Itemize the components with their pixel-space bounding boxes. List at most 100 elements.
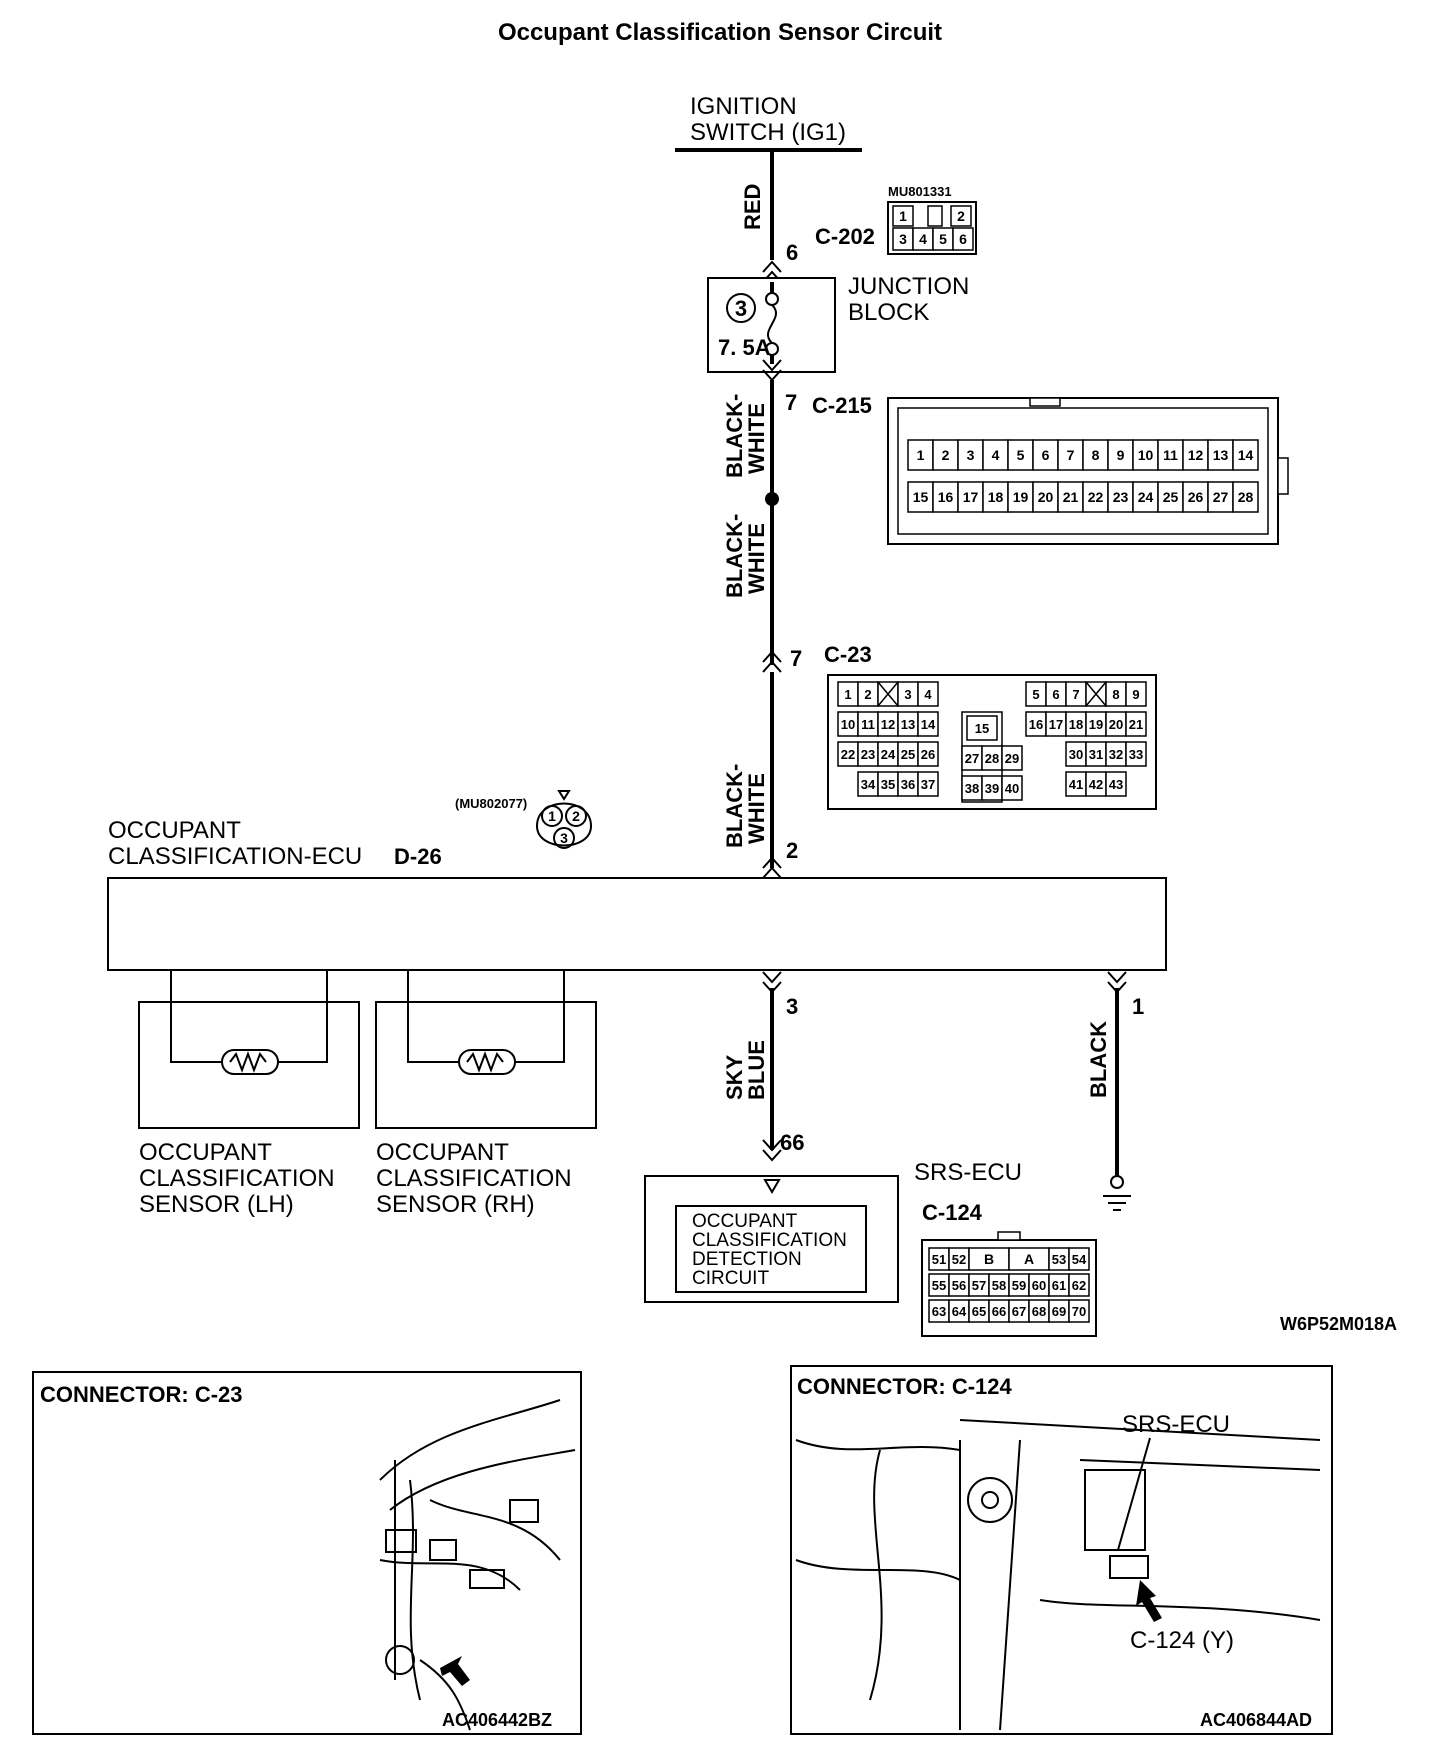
c23-pin: 15 xyxy=(975,721,989,736)
c215-cell xyxy=(1057,481,1084,513)
c23-pin: 6 xyxy=(1052,687,1059,702)
c124-label: C-124 xyxy=(922,1200,983,1225)
srs-ecu-location-illustration xyxy=(795,1419,1321,1731)
d26-pin-circle xyxy=(541,805,563,827)
c215-inner-frame xyxy=(897,407,1269,535)
ground-terminal xyxy=(1110,1175,1124,1189)
c23-cell xyxy=(1125,681,1147,707)
c215-pin: 8 xyxy=(1092,447,1100,463)
d26-pin-3: 3 xyxy=(786,994,798,1019)
c23-pin: 10 xyxy=(841,717,855,732)
c215-pin: 19 xyxy=(1013,489,1029,505)
c215-cell xyxy=(1207,481,1234,513)
connector-chevron xyxy=(762,1139,782,1162)
c124-pin: 68 xyxy=(1032,1304,1046,1319)
c215-pin: 7 xyxy=(1067,447,1075,463)
c124-pin: 60 xyxy=(1032,1278,1046,1293)
c124-latch xyxy=(997,1231,1021,1241)
c23-pin: 29 xyxy=(1005,751,1019,766)
wire-label-blue: BLUE xyxy=(744,1040,769,1100)
diagram-title: Occupant Classification Sensor Circuit xyxy=(498,19,942,46)
c215-pin: 6 xyxy=(1042,447,1050,463)
c124-pin: 54 xyxy=(1072,1252,1087,1267)
c23-cell xyxy=(966,715,998,741)
c124-pin: 65 xyxy=(972,1304,986,1319)
d26-pin-circle xyxy=(565,805,587,827)
c215-pin: 5 xyxy=(1017,447,1025,463)
c215-pin: 12 xyxy=(1188,447,1204,463)
c202-part-number: MU801331 xyxy=(888,184,952,199)
c215-pin: 4 xyxy=(992,447,1000,463)
ignition-label-line2: SWITCH (IG1) xyxy=(690,119,846,146)
c23-pin: 4 xyxy=(924,687,932,702)
c23-cell xyxy=(917,741,939,767)
c202-label: C-202 xyxy=(815,224,875,249)
fuse-rating: 7. 5A xyxy=(718,335,771,360)
c215-cell xyxy=(1157,481,1184,513)
c215-pin: 11 xyxy=(1163,447,1178,463)
c23-cell xyxy=(917,681,939,707)
c23-pin: 28 xyxy=(985,751,999,766)
wire-label-bw1a: BLACK- xyxy=(722,394,747,478)
wire-label-bw3b: WHITE xyxy=(744,773,769,844)
c202-pin: 5 xyxy=(939,231,947,247)
c215-pin: 15 xyxy=(913,489,929,505)
c23-pin: 11 xyxy=(861,717,875,732)
c124-pin: 69 xyxy=(1052,1304,1066,1319)
c23-pin: 41 xyxy=(1069,777,1083,792)
fuse-number-circle xyxy=(726,293,756,323)
d26-part-number: (MU802077) xyxy=(455,796,527,811)
panel-left-title: CONNECTOR: C-23 xyxy=(40,1382,243,1407)
c215-label: C-215 xyxy=(812,393,872,418)
sensor-rh-line1: OCCUPANT xyxy=(376,1139,509,1166)
c124-cell xyxy=(1068,1247,1090,1271)
c124-pin: 56 xyxy=(952,1278,966,1293)
c23-pin: 42 xyxy=(1089,777,1103,792)
c215-cell xyxy=(1207,439,1234,471)
c215-pin: 16 xyxy=(938,489,954,505)
junction-label-line2: BLOCK xyxy=(848,299,929,326)
c202-pin-number: 6 xyxy=(786,240,798,265)
wire-label-red: RED xyxy=(740,184,765,230)
c202-pin: 3 xyxy=(899,231,907,247)
c215-pin: 18 xyxy=(988,489,1004,505)
occupant-classification-ecu-box xyxy=(107,877,1167,971)
c23-pin: 30 xyxy=(1069,747,1083,762)
c124-cell xyxy=(1068,1273,1090,1297)
d26-pin-circle xyxy=(553,827,575,849)
fuse-icon xyxy=(766,304,778,344)
c215-cell xyxy=(932,481,959,513)
c202-key-slot xyxy=(927,205,943,227)
c215-cell xyxy=(907,439,934,471)
connector-c23-panel xyxy=(32,1371,582,1735)
d26-pin-2: 2 xyxy=(786,838,798,863)
c23-pin: 5 xyxy=(1032,687,1039,702)
wire-label-bw1b: WHITE xyxy=(744,403,769,474)
c215-pin: 22 xyxy=(1088,489,1104,505)
ecu-label-line2: CLASSIFICATION-ECU xyxy=(108,843,362,870)
c215-housing xyxy=(887,397,1279,545)
c202-cell xyxy=(952,227,974,251)
c23-pin: 17 xyxy=(1049,717,1063,732)
c23-pin: 38 xyxy=(965,781,979,796)
c23-cell xyxy=(917,771,939,797)
c23-cell xyxy=(1125,711,1147,737)
c23-pin: 39 xyxy=(985,781,999,796)
c215-cell xyxy=(1107,439,1134,471)
c124-pin: A xyxy=(1024,1251,1034,1267)
c23-pin: 13 xyxy=(901,717,915,732)
c215-pin: 9 xyxy=(1117,447,1125,463)
c23-cell xyxy=(1105,771,1127,797)
c23-pin: 2 xyxy=(864,687,871,702)
c215-cell xyxy=(1132,481,1159,513)
c23-cell xyxy=(1125,741,1147,767)
c124-pin: 70 xyxy=(1072,1304,1086,1319)
srs-inner-line3: DETECTION xyxy=(692,1249,802,1270)
d26-pin: 3 xyxy=(560,830,568,846)
c215-pin: 10 xyxy=(1138,447,1154,463)
c23-pin: 31 xyxy=(1089,747,1103,762)
c23-pin: 37 xyxy=(921,777,935,792)
c23-pin: 25 xyxy=(901,747,915,762)
